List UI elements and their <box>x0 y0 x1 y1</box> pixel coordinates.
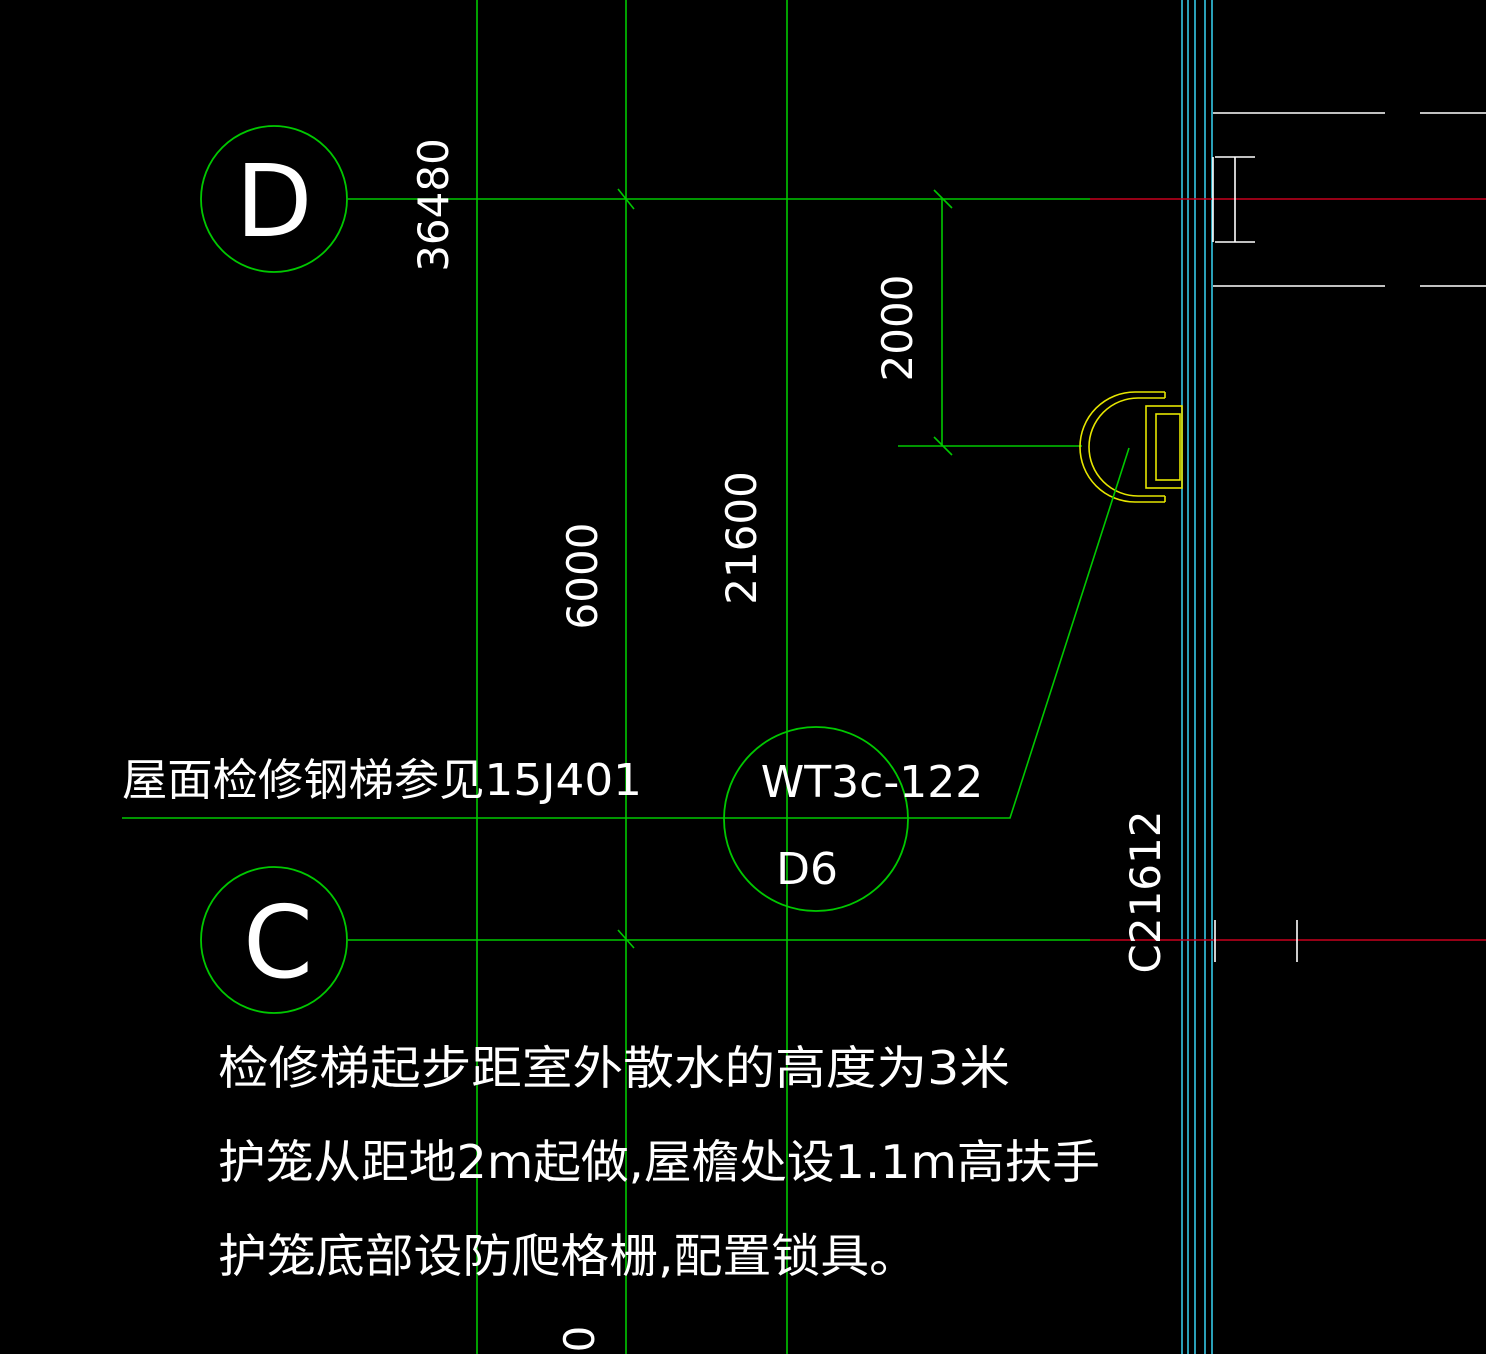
leader-annotation: 屋面检修钢梯参见15J401 <box>122 755 642 806</box>
axis-label-d: D <box>235 143 312 260</box>
dim-21600: 21600 <box>717 471 766 605</box>
note-line-3: 护笼底部设防爬格栅,配置锁具。 <box>218 1229 918 1283</box>
dim-bottom-partial: 0 <box>555 1326 604 1353</box>
dim-2000: 2000 <box>873 275 922 382</box>
section-label-c21612: C21612 <box>1121 811 1170 974</box>
vertical-grid-lines <box>476 0 788 1354</box>
wall-lines <box>1181 0 1213 1354</box>
note-line-2: 护笼从距地2m起做,屋檐处设1.1m高扶手 <box>218 1135 1100 1189</box>
axis-label-c: C <box>243 884 313 1001</box>
detail-callout: WT3c-122 D6 <box>723 726 983 912</box>
note-line-1: 检修梯起步距室外散水的高度为3米 <box>218 1041 1010 1095</box>
leader-line <box>122 447 1130 819</box>
ladder-cage-plan <box>1079 391 1183 503</box>
dimension-line-2000 <box>898 189 1082 456</box>
callout-bottom-text: D6 <box>776 844 838 895</box>
axis-bubble-d: D <box>200 125 348 273</box>
steel-beam-top <box>1212 112 1486 287</box>
dim-6000: 6000 <box>558 523 607 630</box>
axis-line-d <box>348 188 1486 210</box>
elevation-36480: 36480 <box>409 138 458 272</box>
notes-block: 检修梯起步距室外散水的高度为3米 护笼从距地2m起做,屋檐处设1.1m高扶手 护… <box>218 1041 1100 1283</box>
axis-bubble-c: C <box>200 866 348 1014</box>
callout-top-text: WT3c-122 <box>761 757 983 808</box>
axis-line-c <box>348 929 1486 949</box>
steel-beam-bottom <box>1214 920 1298 962</box>
